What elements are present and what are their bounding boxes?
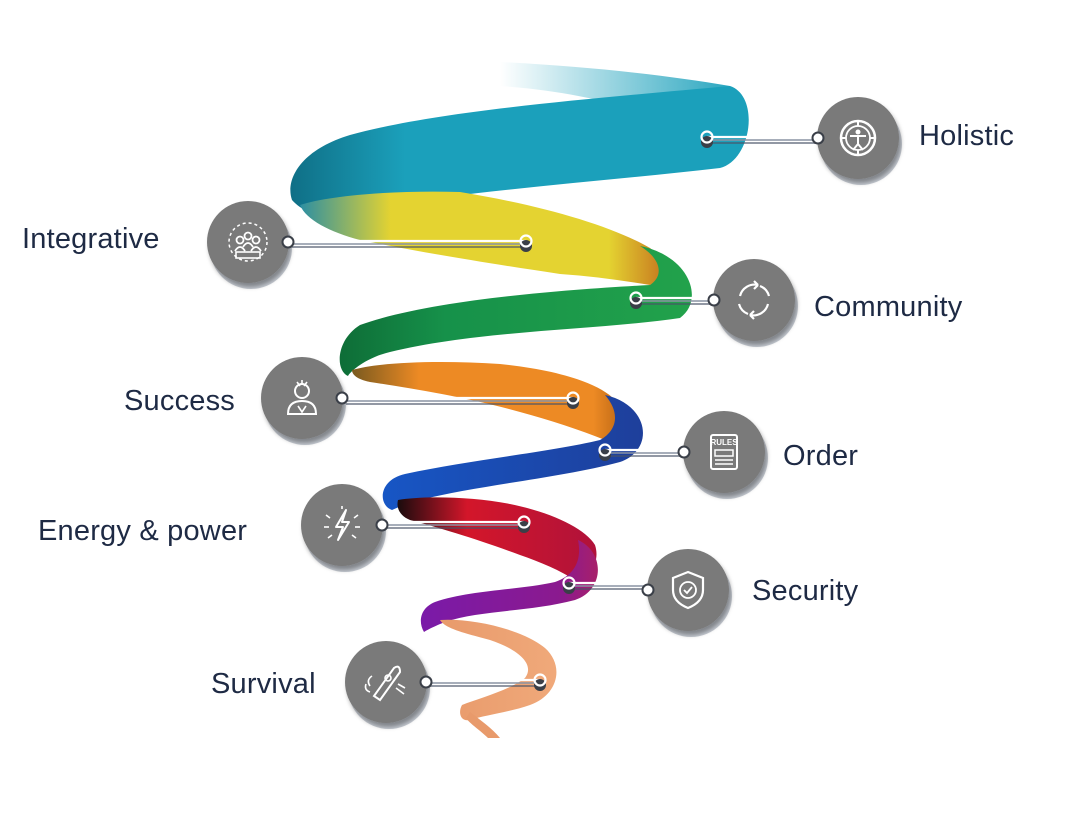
- compass-person-icon: [839, 119, 877, 157]
- cycle-arrows-icon: [737, 280, 771, 320]
- rules-book-icon: RULES: [710, 434, 738, 470]
- ribbon-green: [339, 246, 692, 376]
- ribbon-blue: [382, 395, 643, 510]
- anchor-dot-survival: [533, 673, 547, 687]
- node-holistic: [811, 97, 902, 185]
- node-order: RULES: [677, 411, 768, 499]
- node-energy: [301, 484, 389, 572]
- label-success: Success: [124, 385, 235, 417]
- connector-survival: [428, 673, 547, 691]
- ribbon-peach: [440, 619, 557, 721]
- label-order: Order: [783, 440, 859, 472]
- connector-integrative: [290, 234, 533, 252]
- anchor-dot-energy: [517, 515, 531, 529]
- node-community: [707, 259, 798, 347]
- connector-order: [598, 443, 682, 461]
- ribbon-yellow: [300, 191, 664, 285]
- label-community: Community: [814, 291, 963, 323]
- people-network-icon: [228, 222, 268, 262]
- connector-success: [344, 391, 580, 409]
- connector-energy: [384, 515, 531, 533]
- anchor-dot-success: [566, 391, 580, 405]
- ribbon-purple: [420, 540, 598, 632]
- connector-security: [562, 576, 646, 594]
- anchor-dot-integrative: [519, 234, 533, 248]
- connector-holistic: [700, 130, 816, 148]
- node-survival: [345, 641, 433, 729]
- label-energy-power: Energy & power: [38, 515, 248, 547]
- shield-check-icon: [671, 570, 705, 610]
- label-survival: Survival: [211, 668, 316, 700]
- node-security: [641, 549, 732, 637]
- anchor-dot-holistic: [700, 130, 714, 144]
- anchor-dot-order: [598, 443, 612, 457]
- anchor-dot-community: [629, 291, 643, 305]
- node-success: [261, 357, 349, 445]
- ribbon-red: [397, 497, 597, 582]
- lightning-icon: [324, 506, 360, 541]
- person-achiever-icon: [286, 380, 318, 415]
- svg-text:RULES: RULES: [710, 438, 738, 447]
- label-security: Security: [752, 575, 859, 607]
- label-holistic: Holistic: [919, 120, 1015, 152]
- node-integrative: [207, 201, 295, 289]
- label-integrative: Integrative: [22, 223, 160, 255]
- connector-community: [629, 291, 712, 309]
- ribbon-peach-tip: [466, 712, 500, 738]
- anchor-dot-security: [562, 576, 576, 590]
- survival-knife-icon: [364, 665, 406, 702]
- ribbon-teal: [290, 86, 749, 216]
